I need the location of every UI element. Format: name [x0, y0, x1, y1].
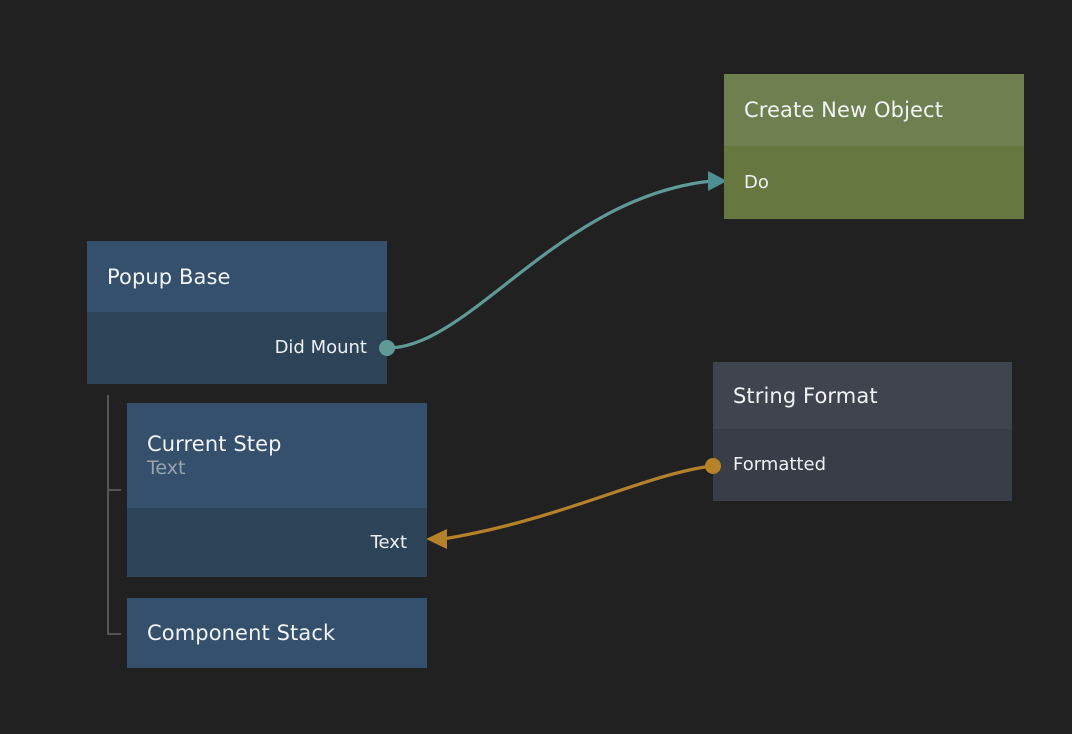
node-component-stack[interactable]: Component Stack	[127, 598, 427, 668]
node-create-new-object-in-port-label: Do	[744, 171, 769, 193]
node-create-new-object-body[interactable]: Do	[724, 146, 1024, 219]
node-current-step-title: Current Step	[147, 432, 282, 456]
node-popup-base-body[interactable]: Did Mount	[87, 312, 387, 384]
node-string-format-header[interactable]: String Format	[713, 362, 1012, 429]
edge-formatted-to-text-arrowhead	[426, 529, 447, 549]
node-create-new-object[interactable]: Create New Object Do	[724, 74, 1024, 219]
edge-did-mount-to-do	[386, 179, 714, 350]
tree-bracket-stub-current-step	[107, 489, 121, 491]
node-create-new-object-title: Create New Object	[744, 98, 944, 122]
node-create-new-object-header[interactable]: Create New Object	[724, 74, 1024, 146]
node-popup-base-out-port-label: Did Mount	[274, 337, 367, 358]
tree-bracket-stub-component-stack	[107, 633, 121, 635]
node-component-stack-title: Component Stack	[147, 621, 336, 645]
node-current-step[interactable]: Current Step Text Text	[127, 403, 427, 577]
node-current-step-body[interactable]: Text	[127, 508, 427, 577]
node-popup-base[interactable]: Popup Base Did Mount	[87, 241, 395, 384]
node-popup-base-header[interactable]: Popup Base	[87, 241, 387, 312]
edge-formatted-to-text	[441, 464, 713, 541]
node-component-stack-header[interactable]: Component Stack	[127, 598, 427, 668]
node-string-format-body[interactable]: Formatted	[713, 429, 1012, 501]
node-string-format-out-port-label: Formatted	[733, 454, 826, 475]
node-current-step-subtitle: Text	[147, 457, 186, 479]
port-did-mount-out[interactable]	[379, 340, 395, 356]
port-formatted-out[interactable]	[705, 458, 721, 474]
node-string-format-title: String Format	[733, 383, 878, 408]
tree-bracket-vertical	[107, 395, 109, 635]
node-current-step-in-port-label: Text	[370, 531, 407, 553]
node-current-step-header[interactable]: Current Step Text	[127, 403, 427, 508]
node-string-format[interactable]: String Format Formatted	[705, 362, 1012, 501]
node-popup-base-title: Popup Base	[107, 264, 231, 289]
